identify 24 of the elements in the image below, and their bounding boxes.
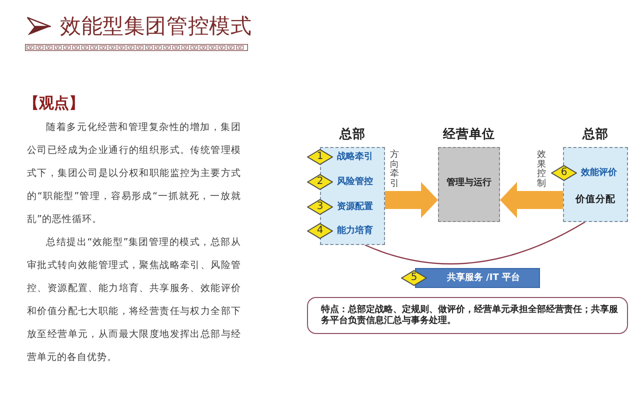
item-label: 战略牵引 <box>337 150 373 164</box>
curved-line <box>364 221 586 264</box>
dashed-box: 管理与运行 <box>438 147 500 222</box>
body-paragraph: 总结提出“效能型”集团管理的模式，总部从审批式转向效能管理式，聚焦战略牵引、风险管控、资源配置、能力培育、共享服务、效能评价和价值分配七大职能，将经营责任与权力全部下放至经营单元，从而最大限度地发挥出总部与经营单元的各自优势。 <box>27 236 241 365</box>
item-label: 风险管控 <box>337 176 373 189</box>
number-diamond: 2 <box>307 174 333 190</box>
body-paragraph: 随着多元化经营和管理复杂性的增加，集团公司已经成为企业通行的组织形式。传统管理模式下，集团公司是以分权和职能监控为主要方式的“职能型”管理，容易形成“一抓就死，一放就乱”的恶性循环。 <box>27 121 241 227</box>
number-diamond: 6 <box>551 165 577 181</box>
platform-bar: 共享服务 /IT 平台 <box>415 268 540 288</box>
number-diamond: 1 <box>307 149 333 165</box>
page-title: 效能型集团管控模式 <box>60 13 252 39</box>
section-heading: 【观点】 <box>24 93 84 114</box>
note-box: 特点：总部定战略、定规则、做评价，经营单元承担全部经营责任；共享服务平台负责信息汇总与事务处理。 <box>307 297 628 334</box>
block-arrow <box>500 182 563 218</box>
column-heading: 总部 <box>340 125 366 142</box>
item-label: 能力培育 <box>337 224 373 238</box>
item-label: 效能评价 <box>581 166 617 180</box>
edge-label: 效果控制 <box>537 151 546 189</box>
edge-label: 方向牵引 <box>390 151 399 189</box>
column-heading: 经营单位 <box>443 125 495 142</box>
number-diamond: 3 <box>307 199 333 215</box>
column-heading: 总部 <box>582 125 608 142</box>
number-diamond: 4 <box>307 223 333 239</box>
item-label: 资源配置 <box>337 200 373 214</box>
